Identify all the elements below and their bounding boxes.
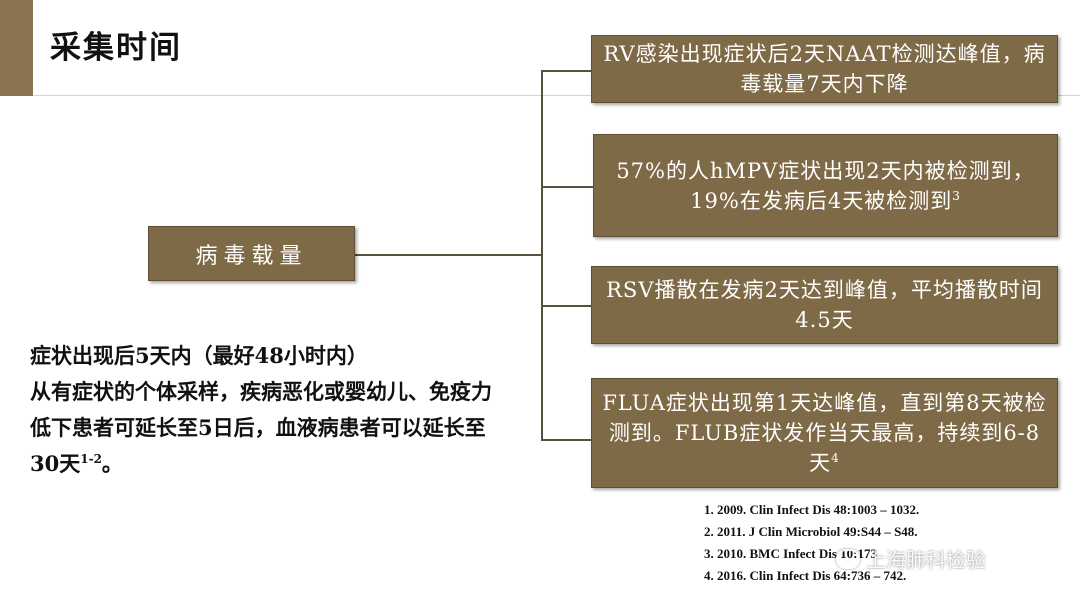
- wechat-icon: [836, 548, 860, 569]
- connector-branch-4: [541, 439, 591, 441]
- references-list: 1. 2009. Clin Infect Dis 48:1003 – 1032.…: [704, 499, 1074, 587]
- connector-horizontal-main: [355, 254, 542, 256]
- info-box-rv: RV感染出现症状后2天NAAT检测达峰值，病毒载量7天内下降: [591, 35, 1058, 103]
- info-box-hmpv: 57%的人hMPV症状出现2天内被检测到，19%在发病后4天被检测到3: [593, 134, 1058, 237]
- info-box-flu: FLUA症状出现第1天达峰值，直到第8天被检测到。FLUB症状发作当天最高，持续…: [591, 378, 1058, 488]
- reference-item: 3. 2010. BMC Infect Dis 10:173: [704, 546, 877, 561]
- slide-title: 采集时间: [50, 30, 182, 66]
- connector-vertical: [541, 70, 543, 440]
- connector-branch-1: [541, 70, 591, 72]
- reference-item: 2. 2011. J Clin Microbiol 49:S44 – S48.: [704, 524, 918, 539]
- header-divider: [33, 95, 1080, 96]
- collection-description: 症状出现后5天内（最好48小时内） 从有症状的个体采样，疾病恶化或婴幼儿、免疫力…: [30, 338, 500, 482]
- info-box-flu-text: FLUA症状出现第1天达峰值，直到第8天被检测到。FLUB症状发作当天最高，持续…: [602, 391, 1047, 475]
- central-node-viral-load: 病毒载量: [148, 226, 355, 281]
- connector-branch-3: [541, 305, 591, 307]
- reference-item: 1. 2009. Clin Infect Dis 48:1003 – 1032.: [704, 502, 920, 517]
- watermark-text: 上海肺科检验: [866, 548, 986, 572]
- description-line-2: 从有症状的个体采样，疾病恶化或婴幼儿、免疫力低下患者可延长至5日后，血液病患者可…: [30, 379, 492, 476]
- reference-item: 4. 2016. Clin Infect Dis 64:736 – 742.: [704, 568, 907, 583]
- watermark: 上海肺科检验: [836, 544, 986, 573]
- info-box-rsv-text: RSV播散在发病2天达到峰值，平均播散时间4.5天: [606, 278, 1043, 332]
- info-box-hmpv-text: 57%的人hMPV症状出现2天内被检测到，19%在发病后4天被检测到3: [616, 158, 1035, 213]
- connector-branch-2: [541, 186, 593, 188]
- info-box-rv-text: RV感染出现症状后2天NAAT检测达峰值，病毒载量7天内下降: [603, 42, 1046, 96]
- info-box-rsv: RSV播散在发病2天达到峰值，平均播散时间4.5天: [591, 266, 1058, 344]
- accent-bar: [0, 0, 33, 96]
- description-line-1: 症状出现后5天内（最好48小时内）: [30, 343, 368, 368]
